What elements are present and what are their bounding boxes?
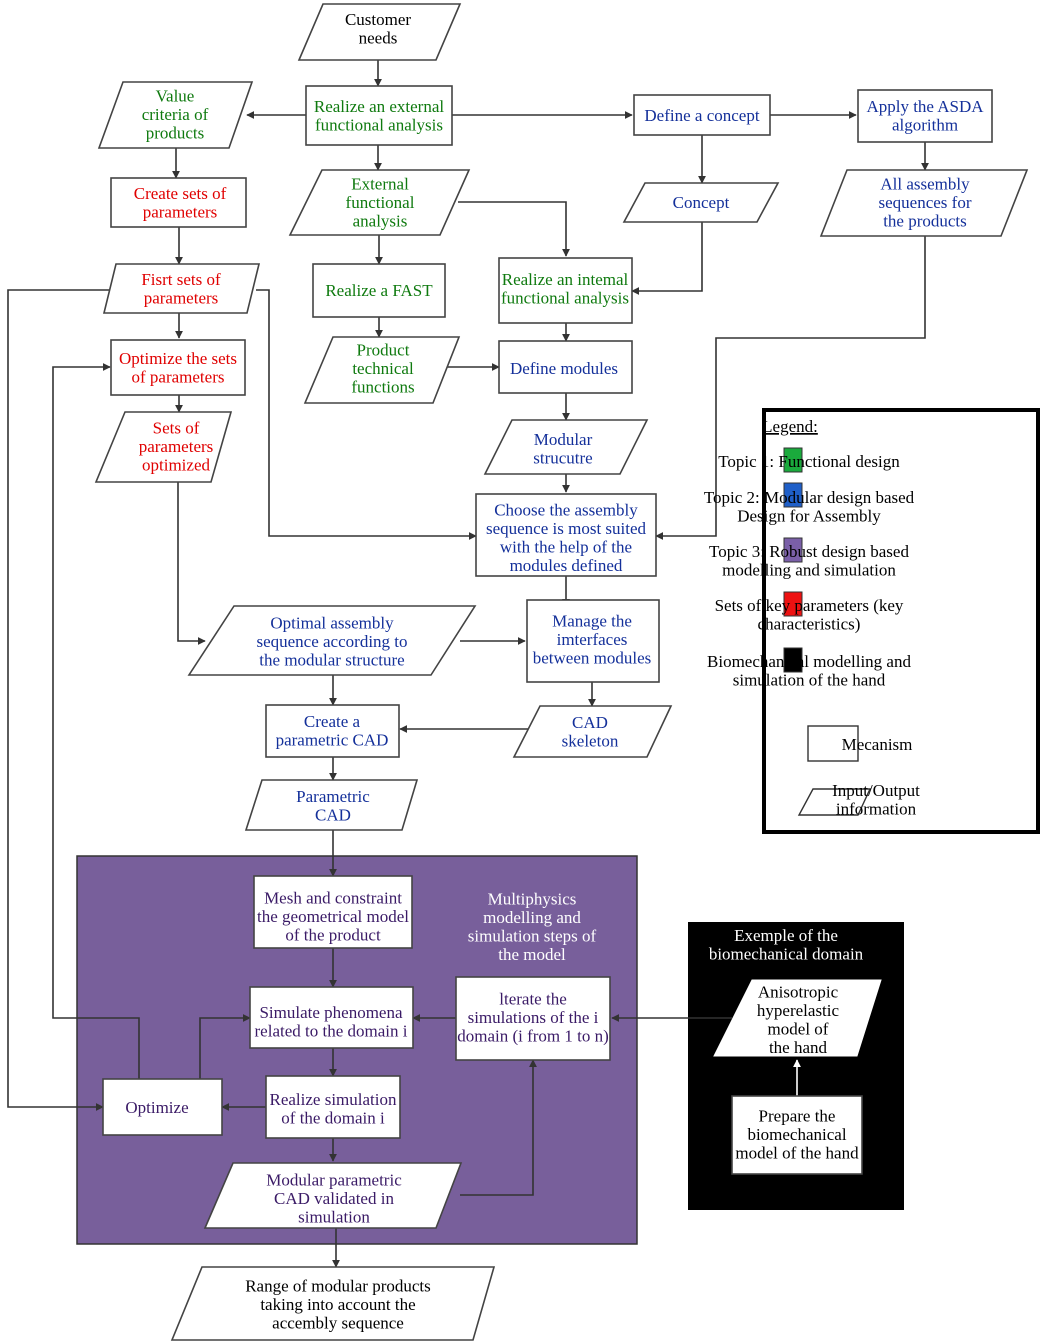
- concept-label: Concept: [673, 193, 730, 212]
- optimize-label: Optimize: [125, 1098, 188, 1117]
- mechanism-boxes: [102, 85, 993, 1175]
- legend-item-1-label: Topic 1: Functional design: [718, 452, 900, 471]
- legend-swatch-green: [783, 447, 803, 473]
- realize-fast-label: Realize a FAST: [325, 281, 433, 300]
- legend-mechanism-symbol: [807, 725, 859, 762]
- legend-swatch-blue: [783, 482, 803, 508]
- legend-title: Legend:: [762, 417, 818, 436]
- define-concept-label: Define a concept: [644, 106, 759, 125]
- io-shapes: [94, 3, 1029, 1341]
- legend-swatch-red: [783, 591, 803, 617]
- legend-swatch-purple: [783, 537, 803, 563]
- legend-mechanism-label: Mecanism: [842, 735, 913, 754]
- legend-swatch-black: [783, 647, 803, 673]
- legend-symbols: [783, 447, 872, 816]
- connectors: [7, 60, 929, 1268]
- define-modules-label: Define modules: [510, 359, 618, 378]
- legend-io-symbol: [797, 788, 872, 816]
